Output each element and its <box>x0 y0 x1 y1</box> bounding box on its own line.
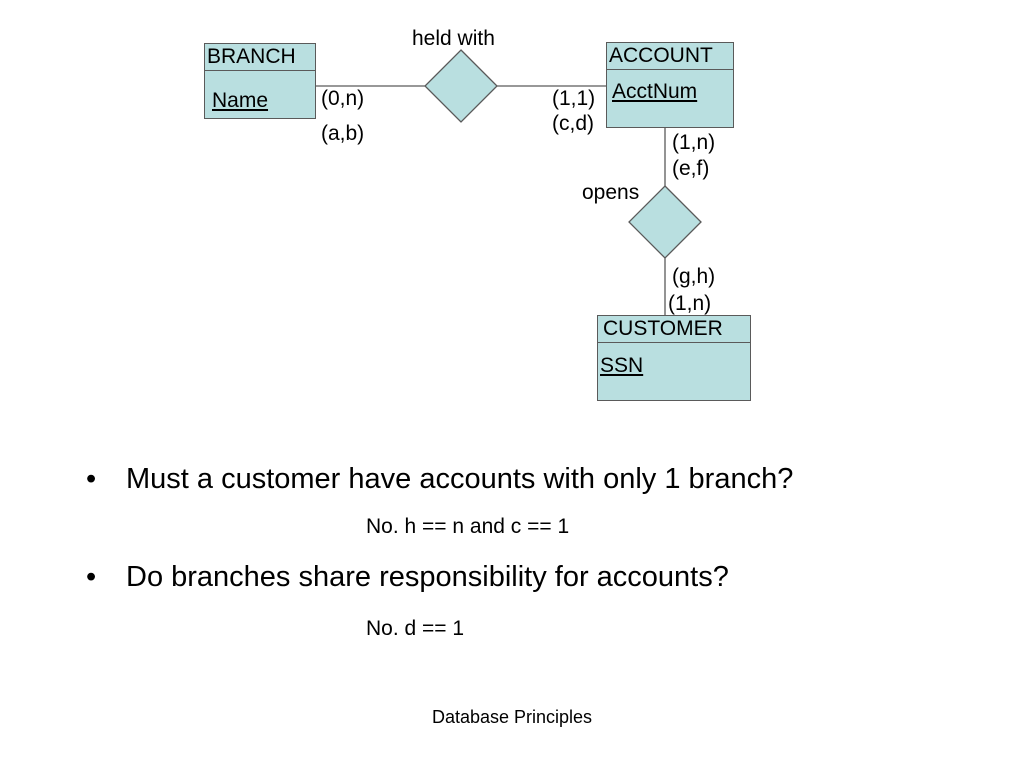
question-2-answer: No. d == 1 <box>366 617 465 640</box>
opens-diamond <box>628 185 702 259</box>
branch-key-attribute: Name <box>212 89 269 112</box>
customer-entity: CUSTOMER SSN <box>597 315 751 401</box>
cardinality-branch-bottom: (a,b) <box>321 122 365 145</box>
held-with-label: held with <box>412 27 495 50</box>
branch-entity-name: BRANCH <box>205 44 315 71</box>
question-1-text: Must a customer have accounts with only … <box>126 463 794 495</box>
cardinality-account-left-top: (1,1) <box>552 87 596 110</box>
account-entity: ACCOUNT AcctNum <box>606 42 734 128</box>
question-1-bullet: • <box>86 463 97 495</box>
cardinality-account-left-bottom: (c,d) <box>552 112 594 135</box>
question-1-answer: No. h == n and c == 1 <box>366 515 570 538</box>
question-2-bullet: • <box>86 561 97 593</box>
branch-entity: BRANCH Name <box>204 43 316 119</box>
cardinality-customer-bottom: (1,n) <box>668 292 712 315</box>
cardinality-branch-top: (0,n) <box>321 87 365 110</box>
customer-key-attribute: SSN <box>600 354 644 377</box>
cardinality-account-down-top: (1,n) <box>672 131 716 154</box>
customer-entity-name: CUSTOMER <box>598 316 750 343</box>
opens-label: opens <box>582 181 640 204</box>
question-2-text: Do branches share responsibility for acc… <box>126 561 729 593</box>
cardinality-account-down-bottom: (e,f) <box>672 157 710 180</box>
cardinality-customer-top: (g,h) <box>672 265 716 288</box>
footer-title: Database Principles <box>431 707 593 727</box>
held-with-diamond <box>424 49 498 123</box>
account-entity-name: ACCOUNT <box>607 43 733 70</box>
account-key-attribute: AcctNum <box>612 80 698 103</box>
